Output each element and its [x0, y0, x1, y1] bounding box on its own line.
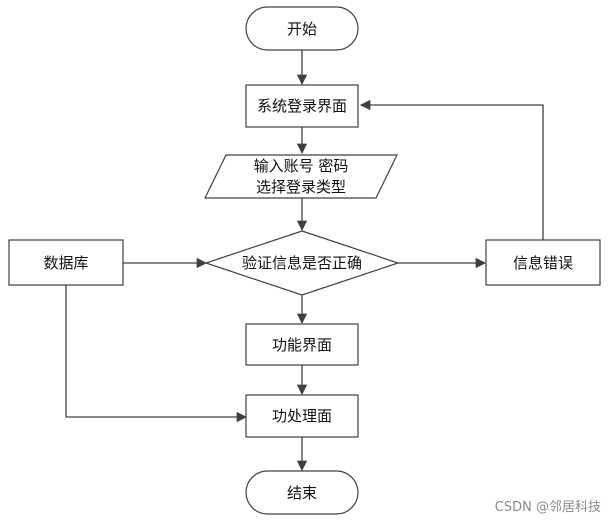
process-screen-box	[245, 394, 359, 438]
database-label: 数据库	[43, 254, 88, 272]
login-screen-label: 系统登录界面	[257, 97, 347, 115]
edge-database-to-process	[65, 285, 248, 423]
verify-label: 验证信息是否正确	[242, 254, 362, 272]
input-label-line2: 选择登录类型	[256, 178, 346, 196]
end-terminator	[245, 470, 359, 515]
start-terminator	[245, 6, 359, 51]
info-error-label: 信息错误	[513, 254, 573, 272]
verify-diamond	[204, 230, 400, 296]
input-parallelogram	[204, 154, 398, 199]
login-screen-box	[245, 84, 359, 128]
end-label: 结束	[287, 484, 317, 502]
watermark: CSDN @邻居科技	[494, 500, 601, 515]
info-error-box	[485, 239, 601, 286]
process-screen-label: 功处理面	[272, 407, 332, 425]
start-label: 开始	[287, 20, 317, 38]
function-screen-box	[245, 323, 359, 366]
input-label-line1: 输入账号 密码	[254, 157, 349, 175]
database-box	[8, 239, 124, 286]
edge-error-to-login	[359, 99, 544, 240]
function-screen-label: 功能界面	[272, 336, 332, 354]
